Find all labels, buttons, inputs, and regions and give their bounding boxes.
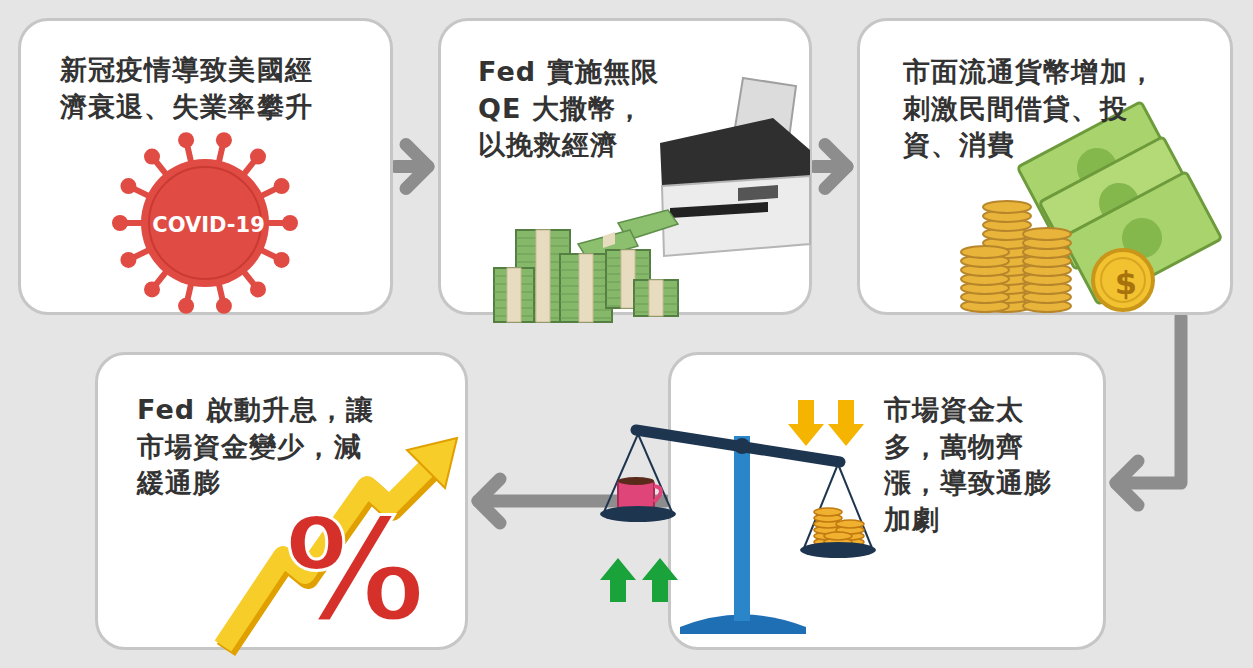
box-text: 市面流通貨幣增加， 刺激民間借貸、投 資、消費 (903, 54, 1165, 164)
box-text: Fed 啟動升息，讓 市場資金變少，減 緩通膨 (137, 392, 377, 502)
process-box: 市面流通貨幣增加， 刺激民間借貸、投 資、消費 $ (857, 18, 1233, 315)
box-text: Fed 實施無限 QE 大撒幣， 以挽救經濟 (478, 54, 664, 164)
left-pan (600, 434, 676, 522)
printer-slot (670, 202, 768, 218)
down-arrows (788, 400, 864, 446)
process-box: Fed 實施無限 QE 大撒幣， 以挽救經濟 (438, 18, 812, 315)
bills (1017, 102, 1221, 305)
flow-arrow (814, 145, 847, 189)
money-stacks (494, 230, 678, 322)
flow-arrow (1116, 317, 1181, 505)
pan-coins (814, 508, 864, 546)
virus-label: COVID-19 (21, 215, 396, 236)
box-text: 新冠疫情導致美國經 濟衰退、失業率攀升 (60, 52, 325, 125)
arrow-head (407, 438, 457, 488)
process-box: 市場資金太 多，萬物齊 漲，導致通膨 加劇 (668, 352, 1106, 650)
printer-front (662, 176, 810, 256)
up-arrows (600, 558, 678, 602)
flow-arrow (395, 145, 428, 189)
right-pan (800, 464, 876, 558)
process-box: 新冠疫情導致美國經 濟衰退、失業率攀升 COVID-19 (18, 18, 393, 315)
percent-symbol: % (270, 501, 440, 641)
process-box: Fed 啟動升息，讓 市場資金變少，減 緩通膨% (95, 352, 468, 650)
scale-pivot (734, 438, 750, 454)
scale-pole (734, 436, 750, 621)
scale-beam (636, 430, 840, 462)
coin-symbol: $ (1096, 267, 1156, 299)
box-text: 市場資金太 多，萬物齊 漲，導致通膨 加劇 (884, 392, 1070, 539)
printer-panel (738, 185, 778, 201)
coin-stacks (961, 201, 1071, 312)
